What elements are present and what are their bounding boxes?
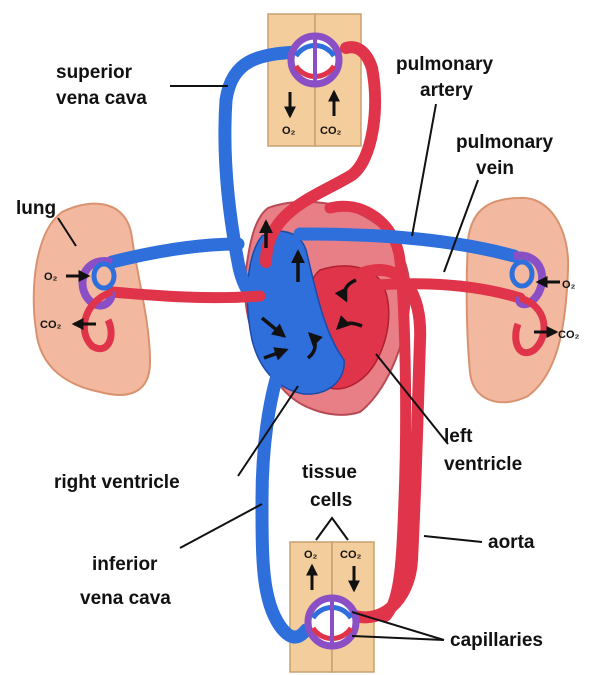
upper-co2-label: CO₂: [320, 125, 342, 137]
label-right-ventricle: right ventricle: [54, 472, 180, 493]
label-lung: lung: [16, 198, 56, 219]
leader-aorta: [424, 536, 482, 542]
right-lung-o2-label: O₂: [562, 279, 576, 291]
leader-inferior-vena-cava: [180, 504, 262, 548]
left-lung-co2-label: CO₂: [40, 319, 62, 331]
label-pulmonary-artery-line2: artery: [420, 80, 473, 101]
lower-co2-label: CO₂: [340, 549, 362, 561]
label-superior-vena-cava-line2: vena cava: [56, 88, 147, 109]
left-lung-o2-label: O₂: [44, 271, 58, 283]
label-inferior-vena-cava-line2: vena cava: [80, 588, 171, 609]
leader-tissue-cells: [316, 518, 348, 540]
upper-o2-label: O₂: [282, 125, 296, 137]
label-tissue-cells-line2: cells: [310, 490, 352, 511]
label-tissue-cells-line1: tissue: [302, 462, 357, 483]
label-aorta: aorta: [488, 532, 535, 553]
label-left-ventricle-line2: ventricle: [444, 454, 522, 475]
lower-o2-label: O₂: [304, 549, 318, 561]
label-pulmonary-artery-line1: pulmonary: [396, 54, 494, 75]
label-capillaries: capillaries: [450, 630, 543, 651]
right-lung-co2-label: CO₂: [558, 329, 580, 341]
label-inferior-vena-cava-line1: inferior: [92, 554, 158, 575]
upper-tissue-capillaries: [291, 36, 339, 84]
lower-tissue-capillaries: [308, 598, 356, 646]
label-pulmonary-vein-line2: vein: [476, 158, 514, 179]
pulmonary-vein-left: [112, 292, 260, 298]
leader-pulmonary-artery: [412, 104, 436, 236]
label-superior-vena-cava-line1: superior: [56, 62, 133, 83]
label-pulmonary-vein-line1: pulmonary: [456, 132, 554, 153]
label-left-ventricle-line1: left: [444, 426, 473, 447]
